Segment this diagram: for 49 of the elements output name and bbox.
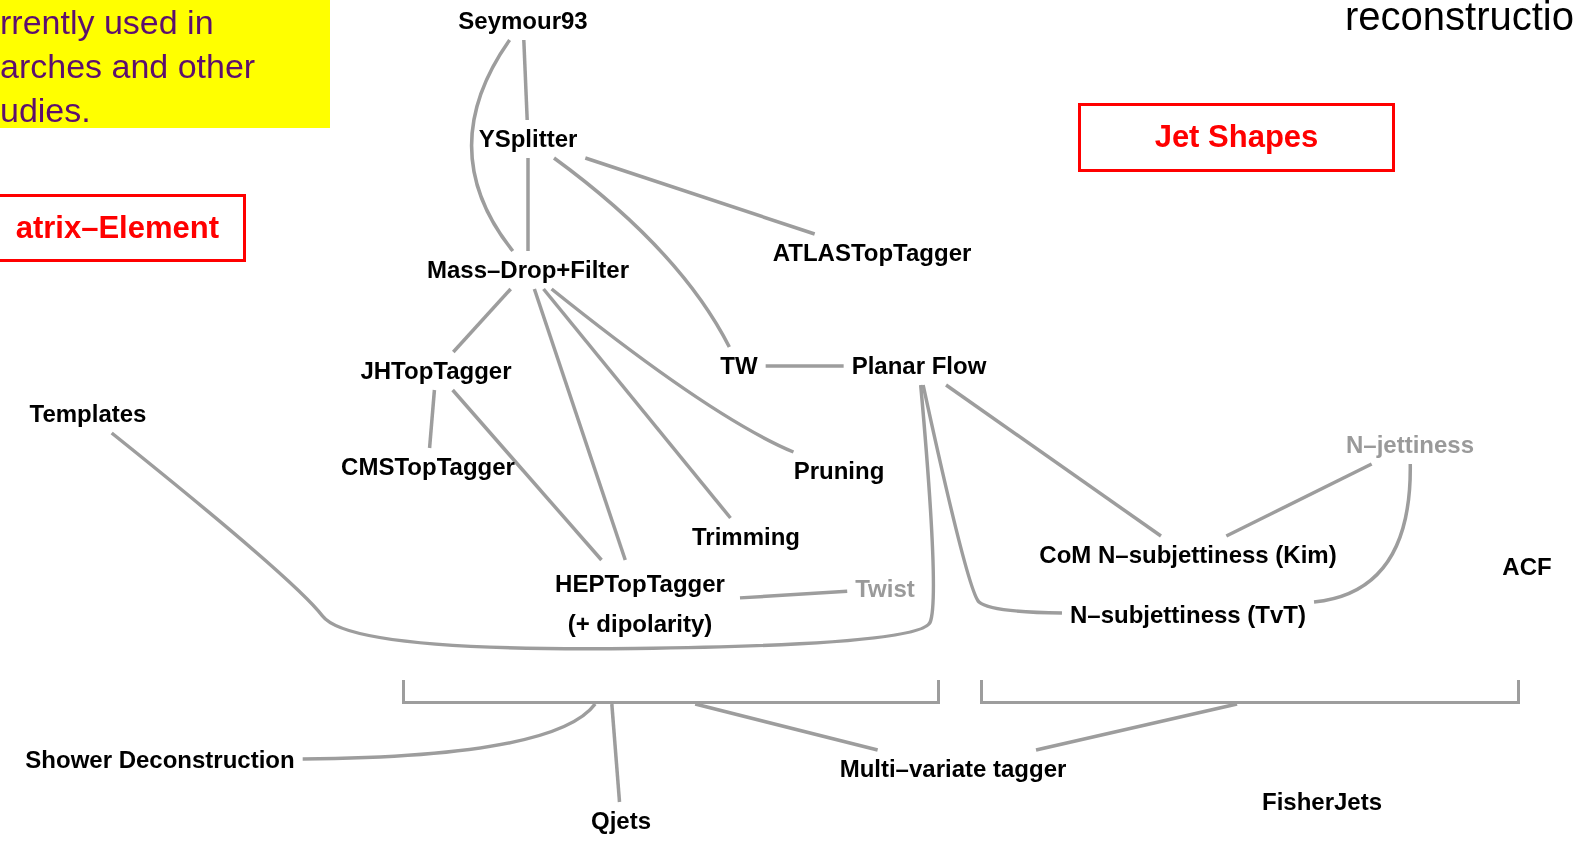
category-box: Jet Shapes — [1078, 103, 1395, 172]
connector-line — [584, 156, 816, 236]
connector-line — [451, 388, 603, 562]
node-label: N–subjettiness (TvT) — [1062, 596, 1314, 634]
connector-line — [526, 158, 530, 251]
connector-line — [921, 384, 1062, 615]
connector-line — [694, 702, 879, 752]
bracket — [980, 680, 1520, 704]
connector-line — [522, 39, 529, 121]
connector-line — [739, 589, 848, 600]
connector-line — [550, 287, 795, 454]
node-label: TW — [712, 347, 766, 385]
node-label: CMSTopTagger — [333, 448, 523, 486]
connector-line — [765, 364, 844, 368]
node-label: Templates — [21, 395, 155, 433]
connector-line — [542, 287, 732, 520]
node-label: Pruning — [785, 452, 893, 490]
node-label: Shower Deconstruction — [17, 741, 303, 779]
bracket — [402, 680, 940, 704]
node-label: Qjets — [583, 802, 659, 840]
connector-line — [427, 389, 437, 449]
connector-line — [552, 156, 731, 348]
node-label: Twist — [847, 570, 923, 608]
note-box: rrently used in arches and other udies. — [0, 0, 330, 128]
node-label: ACF — [1494, 548, 1560, 586]
node-label: ATLASTopTagger — [764, 234, 980, 272]
connector-line — [302, 702, 597, 761]
connector-line — [945, 383, 1162, 538]
connector-line — [1035, 702, 1238, 752]
node-label: FisherJets — [1253, 783, 1391, 821]
node-label: HEPTopTagger (+ dipolarity) — [540, 560, 740, 648]
title: reconstructio — [1345, 0, 1574, 36]
connector-line — [532, 288, 627, 561]
category-box: atrix–Element — [0, 194, 246, 262]
connector-line — [1225, 462, 1373, 538]
node-label: JHTopTagger — [352, 352, 520, 390]
node-label: Multi–variate tagger — [831, 750, 1075, 788]
connector-line — [469, 39, 515, 253]
node-label: Seymour93 — [450, 2, 596, 40]
node-label: Trimming — [684, 518, 808, 556]
connector-line — [110, 384, 936, 651]
connector-line — [610, 703, 622, 803]
node-label: Planar Flow — [843, 347, 995, 385]
connector-line — [452, 287, 512, 354]
node-label: N–jettiness — [1337, 426, 1483, 464]
connector-line — [1313, 463, 1412, 604]
node-label: CoM N–subjettiness (Kim) — [1031, 536, 1345, 574]
node-label: YSplitter — [470, 120, 586, 158]
node-label: Mass–Drop+Filter — [418, 251, 638, 289]
